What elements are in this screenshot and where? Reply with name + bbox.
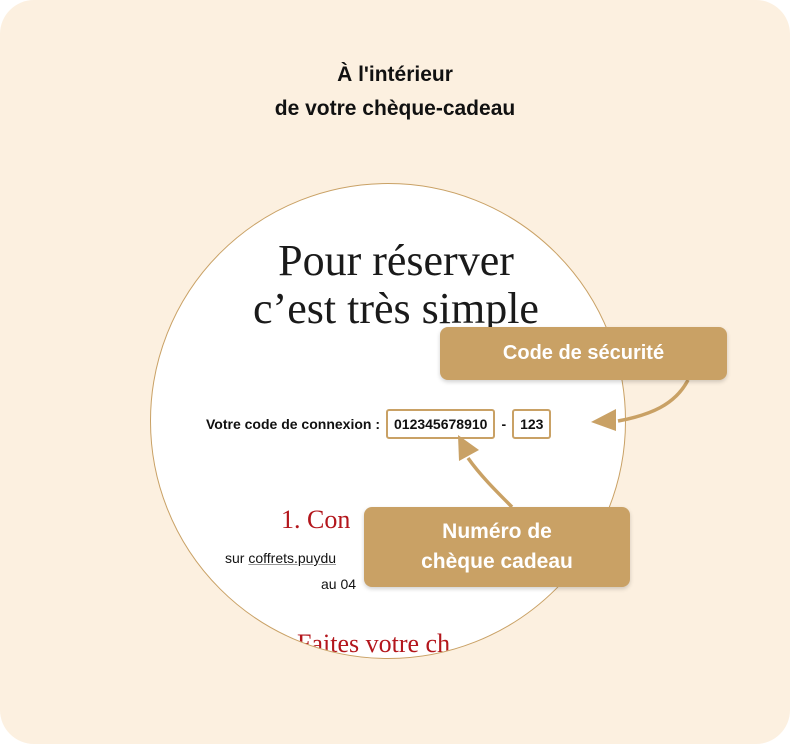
title-line-1: À l'intérieur (337, 63, 453, 86)
title-line-2: de votre chèque-cadeau (274, 97, 516, 120)
card-title: À l'intérieur de votre chèque-cadeau (0, 58, 790, 126)
security-code-callout: Code de sécurité (440, 327, 727, 380)
step-1-title: 1. Con (281, 505, 351, 534)
headline-line-2: c’est très simple (253, 284, 539, 333)
code-separator: - (501, 416, 507, 432)
voucher-headline: Pour réserver c’est très simple (151, 236, 625, 333)
step-1-instruction: sur coffrets.puydu (225, 550, 336, 566)
step-1-prefix: sur (225, 550, 249, 566)
voucher-number-callout-line-2: chèque cadeau (421, 550, 573, 573)
step-1-phone: au 04 (321, 576, 357, 592)
voucher-number-callout: Numéro de chèque cadeau (364, 507, 630, 587)
connection-code-label: Votre code de connexion : (206, 416, 380, 432)
voucher-number-box: 012345678910 (386, 409, 496, 439)
voucher-number-callout-line-1: Numéro de (442, 520, 552, 543)
connection-code-row: Votre code de connexion : 012345678910 -… (206, 409, 552, 439)
security-code-box: 123 (512, 409, 552, 439)
headline-line-1: Pour réserver (278, 236, 514, 285)
website-link[interactable]: coffrets.puydu (248, 550, 337, 566)
step-2-title: Faites votre ch (297, 629, 451, 658)
voucher-magnifier: Pour réserver c’est très simple Votre co… (150, 183, 626, 659)
